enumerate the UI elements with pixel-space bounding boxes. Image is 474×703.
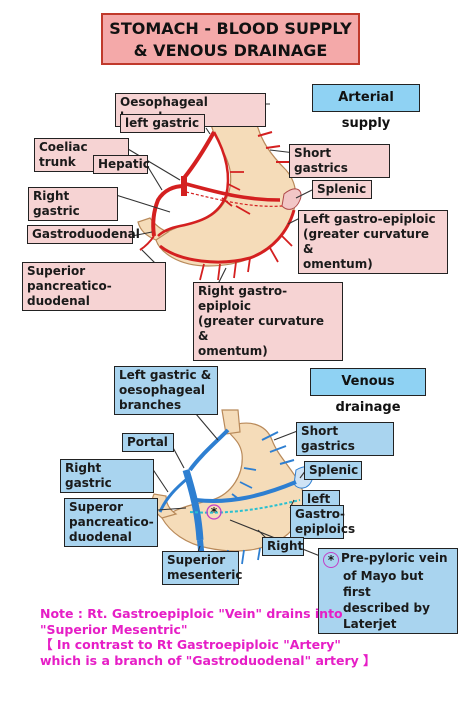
clinical-note: Note : Rt. Gastroepiploic "Vein" drains … <box>40 606 460 668</box>
label-line: (greater curvature & <box>303 227 430 256</box>
label-right-gastric-vein: Right gastric <box>60 459 154 493</box>
note-line: Note : Rt. Gastroepiploic "Vein" drains … <box>40 606 343 621</box>
label-hepatic-artery: Hepatic <box>93 155 150 174</box>
label-line: branches <box>119 398 182 412</box>
oesophagus-venous <box>221 409 241 435</box>
label-line: omentum) <box>198 344 268 358</box>
label-line: Superor <box>69 500 123 514</box>
note-line: "Superior Mesentric" <box>40 621 188 637</box>
label-splenic-vein: Splenic <box>304 461 362 480</box>
label-line: Laterjet <box>343 617 397 631</box>
label-gastroduodenal-artery: Gastroduodenal <box>27 225 140 244</box>
title-line-1: STOMACH - BLOOD SUPPLY <box>109 19 352 38</box>
label-line: Superior <box>167 553 226 567</box>
label-line: Right gastro-epiploic <box>198 284 288 313</box>
label-text: Pre-pyloric vein <box>341 551 448 565</box>
title-line-2: & VENOUS DRAINAGE <box>133 41 328 60</box>
label-superior-pancreaticoduodenal-artery: Superior pancreatico- duodenal <box>22 262 166 311</box>
venous-leader-lines <box>151 413 321 557</box>
superior-pancreaticoduodenal-artery <box>139 235 155 251</box>
label-left-gastric-vein: Left gastric & oesophageal branches <box>114 366 218 415</box>
label-splenic-artery: Splenic <box>312 180 372 199</box>
label-left-gastric-artery: left gastric <box>120 114 205 133</box>
gastroepiploic-vein-dotted <box>189 499 301 514</box>
label-line: Superior pancreatico- <box>27 264 112 293</box>
page-title: STOMACH - BLOOD SUPPLY & VENOUS DRAINAGE <box>101 13 360 65</box>
hepatic-artery <box>151 184 185 237</box>
label-line: oesophageal <box>119 383 205 397</box>
arterial-supply-tag: Arterial supply <box>312 84 420 131</box>
label-left-gastroepiploic-artery: Left gastro-epiploic (greater curvature … <box>298 210 448 274</box>
splenic-vein <box>195 480 297 504</box>
pre-pyloric-star-icon: * <box>323 552 339 568</box>
label-gastroepiploics-vein: Gastro- epiploics <box>290 505 356 539</box>
label-line: duodenal <box>69 530 132 544</box>
label-right-gastroepiploic-vein: Right <box>262 537 304 556</box>
label-line: described by <box>343 601 430 615</box>
right-gastric-vein <box>158 476 189 513</box>
spleen-arterial <box>281 188 302 210</box>
label-portal-vein: Portal <box>122 433 174 452</box>
label-line: *Pre-pyloric vein <box>323 550 453 568</box>
pre-pyloric-marker <box>206 504 222 520</box>
label-superior-pancreaticoduodenal-vein: Superor pancreatico- duodenal <box>64 498 158 547</box>
label-line: pancreatico- <box>69 515 154 529</box>
label-line: (greater curvature & <box>198 314 325 343</box>
splenic-artery-hidden <box>185 191 283 207</box>
label-line: epiploics <box>295 522 356 536</box>
label-pre-pyloric-vein: *Pre-pyloric vein of Mayo but first desc… <box>318 548 458 634</box>
label-right-gastric-artery: Right gastric <box>28 187 118 221</box>
lesser-curvature-artery <box>157 131 230 237</box>
label-line: Left gastric & <box>119 368 212 382</box>
label-superior-mesenteric-vein: Superior mesenteric <box>162 551 243 585</box>
left-gastric-artery <box>182 131 216 180</box>
short-gastric-veins <box>261 431 295 465</box>
label-right-gastroepiploic-artery: Right gastro-epiploic (greater curvature… <box>193 282 343 361</box>
note-line: 【 In contrast to Rt Gastroepiploic "Arte… <box>40 637 341 652</box>
portal-vein <box>182 468 204 541</box>
label-short-gastrics-vein: Short gastrics <box>296 422 394 456</box>
gastric-branches-arterial <box>199 171 293 281</box>
venous-drainage-tag: Venous drainage <box>310 368 426 415</box>
label-line: of Mayo but first <box>343 569 424 599</box>
note-line: which is a branch of "Gastroduodenal" ar… <box>40 652 376 668</box>
label-short-gastrics-artery: Short gastrics <box>289 144 390 178</box>
label-line: duodenal <box>27 294 90 308</box>
pre-pyloric-star-on-diagram: * <box>211 505 218 519</box>
label-line: Gastro- <box>295 507 345 521</box>
label-line: omentum) <box>303 257 373 271</box>
label-line: Left gastro-epiploic <box>303 212 436 226</box>
left-gastric-vein <box>188 428 230 472</box>
label-line: mesenteric <box>167 568 243 582</box>
